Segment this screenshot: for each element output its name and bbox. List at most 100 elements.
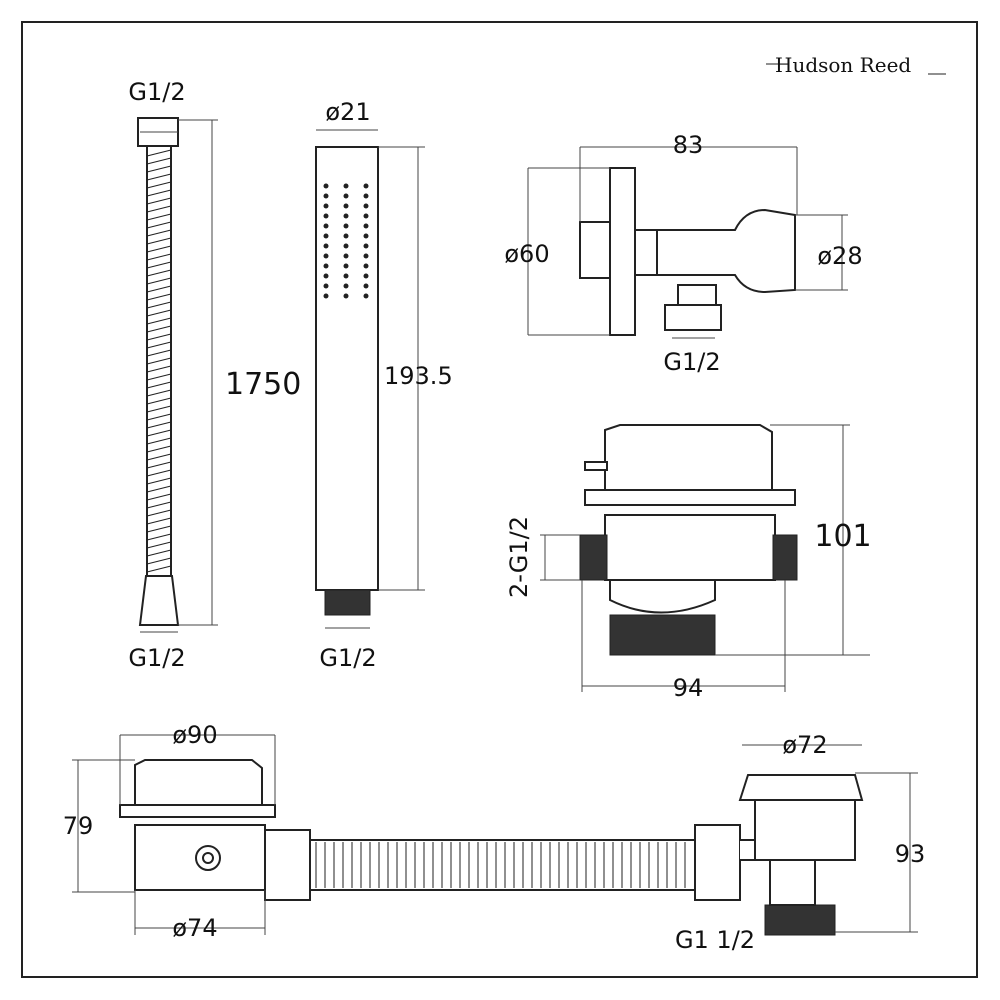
hose-coil-line — [146, 245, 172, 253]
hose-coil-line — [146, 277, 172, 285]
hose-coil-line — [146, 197, 172, 205]
nozzle-dot — [363, 293, 369, 299]
nozzle-dot — [343, 233, 349, 239]
hose-coil-line — [146, 165, 172, 173]
hose-coil-line — [146, 445, 172, 453]
bath-waste: ø90 79 ø74 ø72 93 G1 1/2 — [63, 721, 926, 954]
hose-coil-line — [146, 341, 172, 349]
handset-thread-label: G1/2 — [319, 644, 376, 672]
hose-coil-line — [146, 493, 172, 501]
hose-coil-line — [146, 149, 172, 157]
nozzle-dot — [323, 193, 329, 199]
hose-coil-line — [146, 157, 172, 165]
hose-coil-line — [146, 501, 172, 509]
hose-coil-line — [146, 213, 172, 221]
outlet-thread-label: G1/2 — [663, 348, 720, 376]
drawing-border — [21, 21, 978, 978]
hose-coil-line — [146, 429, 172, 437]
hose-coil-line — [146, 485, 172, 493]
filler-width-label: 94 — [673, 674, 704, 702]
hose-coil-line — [146, 221, 172, 229]
hose-coil-line — [146, 325, 172, 333]
hose-coil-line — [146, 349, 172, 357]
nozzle-dot — [363, 273, 369, 279]
spray-nozzles — [323, 183, 369, 299]
handset-body — [315, 146, 379, 591]
hose-coil-line — [146, 437, 172, 445]
overflow-body-diameter-label: ø74 — [172, 914, 217, 942]
nozzle-dot — [323, 283, 329, 289]
nozzle-dot — [343, 183, 349, 189]
hose-length-label: 1750 — [225, 367, 301, 402]
waste-hose — [309, 839, 696, 891]
nozzle-dot — [363, 223, 369, 229]
hose-coil-line — [146, 181, 172, 189]
handset-connector — [324, 589, 371, 616]
hose-coil-line — [146, 533, 172, 541]
nozzle-dot — [323, 253, 329, 259]
nozzle-dot — [363, 213, 369, 219]
filler-inlets-label: 2-G1/2 — [505, 516, 533, 598]
nozzle-dot — [323, 183, 329, 189]
nozzle-dot — [323, 203, 329, 209]
overflow-diameter-label: ø90 — [172, 721, 217, 749]
nozzle-dot — [343, 273, 349, 279]
nozzle-dot — [323, 223, 329, 229]
waste-height-label: 93 — [895, 840, 926, 868]
hose-coil-line — [146, 357, 172, 365]
outlet-elbow: 83 ø60 ø28 G1/2 — [504, 131, 862, 376]
hose-coil-line — [146, 205, 172, 213]
nozzle-dot — [363, 253, 369, 259]
hose-coil-line — [146, 309, 172, 317]
overflow-height-label: 79 — [63, 812, 94, 840]
hose-coil-line — [146, 469, 172, 477]
hose-coil-line — [146, 405, 172, 413]
nozzle-dot — [323, 213, 329, 219]
hose-bottom-cone — [138, 575, 180, 626]
nozzle-dot — [343, 243, 349, 249]
hose-coil-line — [146, 253, 172, 261]
nozzle-dot — [363, 183, 369, 189]
nozzle-dot — [343, 223, 349, 229]
handset-length-label: 193.5 — [384, 362, 453, 390]
hose-coil-line — [146, 541, 172, 549]
hose-coil-line — [146, 373, 172, 381]
nozzle-dot — [343, 253, 349, 259]
bath-filler: 101 94 2-G1/2 — [505, 424, 872, 702]
logo-text: Hudson Reed — [775, 53, 911, 77]
nozzle-dot — [343, 283, 349, 289]
filler-height-label: 101 — [814, 519, 871, 554]
outlet-width-label: 83 — [673, 131, 704, 159]
hose-coil-line — [146, 285, 172, 293]
hose-coil-line — [146, 261, 172, 269]
hose-coil-line — [146, 461, 172, 469]
handset-diameter-label: ø21 — [325, 98, 370, 126]
hose-coil-line — [146, 421, 172, 429]
nozzle-dot — [363, 243, 369, 249]
hose-coil-line — [146, 413, 172, 421]
hose-top-thread-label: G1/2 — [128, 78, 185, 106]
outlet-holder-diameter-label: ø28 — [817, 242, 862, 270]
nozzle-dot — [363, 283, 369, 289]
nozzle-dot — [323, 233, 329, 239]
brand-logo: Hudson Reed — [766, 53, 946, 77]
hose-bottom-thread-label: G1/2 — [128, 644, 185, 672]
hose-coil-line — [146, 301, 172, 309]
hose-coil-line — [146, 557, 172, 565]
waste-thread-label: G1 1/2 — [675, 926, 755, 954]
waste-diameter-label: ø72 — [782, 731, 827, 759]
hose-coil-line — [146, 525, 172, 533]
hose-coil-line — [146, 453, 172, 461]
nozzle-dot — [343, 293, 349, 299]
nozzle-dot — [323, 263, 329, 269]
hose-coil-line — [146, 237, 172, 245]
hose-coil-line — [146, 509, 172, 517]
hand-shower: ø21 193.5 G1/2 — [315, 98, 453, 672]
hose-coil-line — [146, 517, 172, 525]
hose-coil-line — [146, 365, 172, 373]
hose-coil-line — [146, 189, 172, 197]
nozzle-dot — [363, 263, 369, 269]
hose-coil-line — [146, 389, 172, 397]
nozzle-dot — [343, 213, 349, 219]
